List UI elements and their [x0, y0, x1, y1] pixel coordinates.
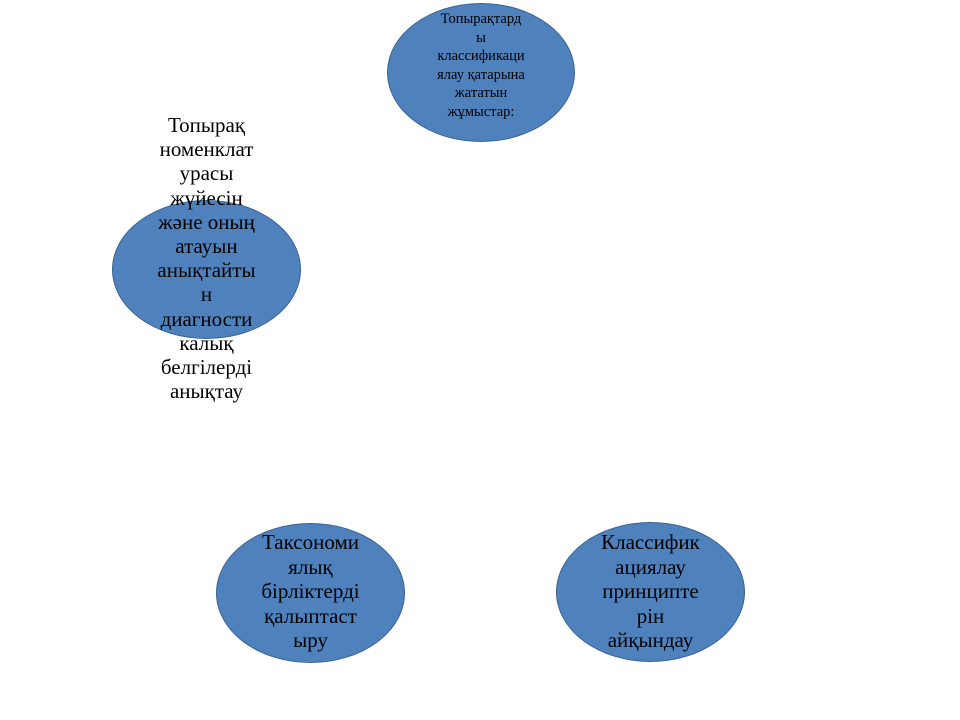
left-ellipse-node [112, 200, 301, 339]
bottom-right-ellipse-node [556, 522, 745, 662]
top-node-label: Топырақтард ы классификаци ялау қатарына… [437, 11, 525, 120]
top-ellipse-node [387, 3, 575, 142]
bottom-right-node-label: Классифик ациялау принципте рін айқындау [601, 530, 700, 652]
left-node-label: Топырақ номенклат урасы жүйесін және оны… [157, 113, 256, 404]
bottom-left-ellipse-node [216, 523, 405, 663]
bottom-left-node-label: Таксономи ялық бірліктерді қалыптаст ыру [261, 530, 360, 652]
